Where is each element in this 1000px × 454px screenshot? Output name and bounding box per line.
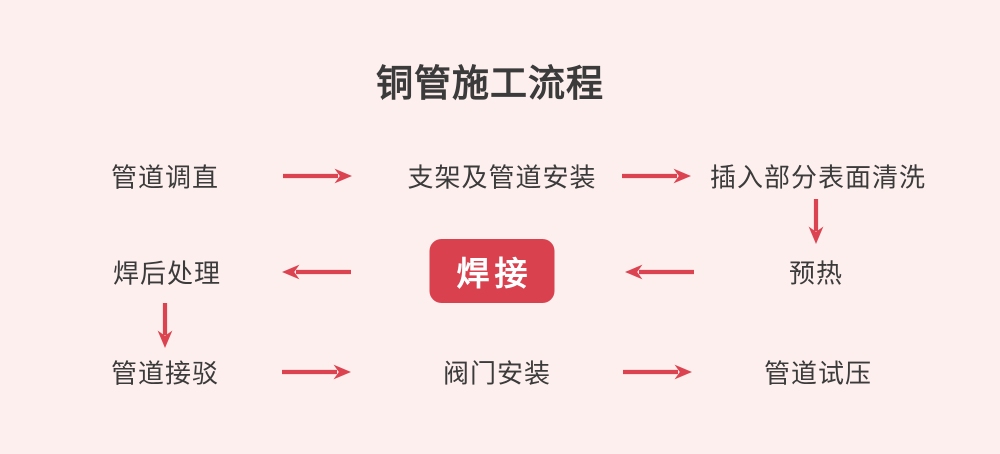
node-pipe-pressure-test: 管道试压 [763, 358, 873, 389]
arrow-left-icon [625, 264, 695, 280]
arrow-right-icon [622, 364, 692, 380]
node-welding-highlight: 焊接 [429, 239, 555, 303]
arrow-right-icon [281, 364, 351, 380]
node-bracket-pipe-install: 支架及管道安装 [407, 162, 597, 193]
node-preheating: 预热 [788, 258, 844, 289]
page-title: 铜管施工流程 [376, 63, 604, 104]
node-pipe-straightening: 管道调直 [110, 162, 220, 193]
arrow-down-icon [808, 198, 824, 244]
node-valve-installation: 阀门安装 [442, 358, 552, 389]
node-post-weld-treatment: 焊后处理 [112, 258, 222, 289]
arrow-down-icon [157, 302, 173, 348]
arrow-left-icon [282, 264, 352, 280]
node-pipe-connection: 管道接驳 [110, 358, 220, 389]
node-insert-surface-cleaning: 插入部分表面清洗 [709, 162, 927, 193]
arrow-right-icon [282, 168, 352, 184]
arrow-right-icon [621, 168, 691, 184]
